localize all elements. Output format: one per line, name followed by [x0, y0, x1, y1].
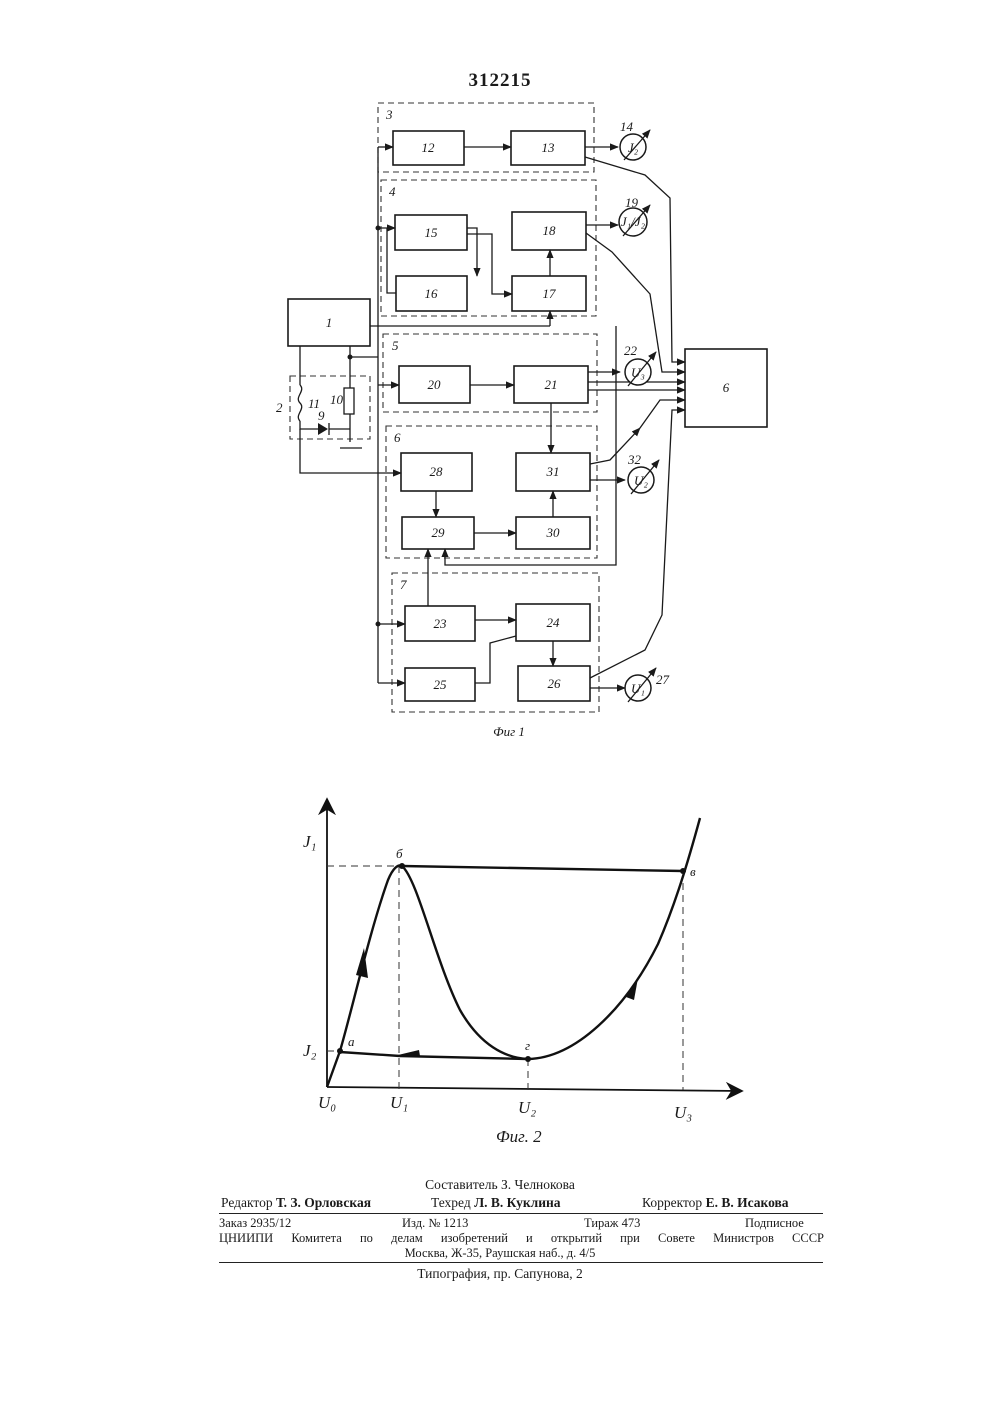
block-label-18: 18	[543, 223, 557, 238]
corrector-name: Е. В. Исакова	[706, 1195, 789, 1210]
block-label-23: 23	[434, 616, 448, 631]
iv-curve	[327, 818, 700, 1087]
y-label-j1: J₁	[303, 832, 316, 851]
corrector-label: Корректор	[642, 1195, 702, 1210]
printing-house: Типография, пр. Сапунова, 2	[0, 1265, 1000, 1282]
x-label-u1: U₁	[390, 1093, 408, 1112]
block-label-28: 28	[430, 464, 444, 479]
block-17: 17	[512, 276, 586, 311]
block-label-20: 20	[428, 377, 442, 392]
techred-name: Л. В. Куклина	[474, 1195, 560, 1210]
x-axis	[327, 1087, 742, 1091]
y-label-j2: J₂	[303, 1041, 317, 1060]
block-25: 25	[405, 668, 475, 701]
meter-symbol-32: U₂	[634, 473, 648, 488]
group-label-6: 6	[394, 430, 401, 445]
footer-rule-top	[219, 1213, 823, 1214]
editor-line: Редактор Т. З. Орловская	[221, 1194, 371, 1211]
arrow-left-icon	[398, 1050, 420, 1056]
compiler-line: Составитель З. Челнокова	[0, 1176, 1000, 1193]
point-label-b: б	[396, 846, 403, 861]
meter-32: U₂ 32	[627, 452, 659, 494]
block-label-12: 12	[422, 140, 436, 155]
block-label-15: 15	[425, 225, 439, 240]
meter-symbol-19: J₁/J₂	[621, 214, 646, 229]
block-18: 18	[512, 212, 586, 250]
block-26: 26	[518, 666, 590, 701]
meter-number-14: 14	[620, 119, 634, 134]
block-31: 31	[516, 453, 590, 491]
x-label-u3: U₃	[674, 1103, 692, 1122]
meter-number-22: 22	[624, 343, 638, 358]
block-23: 23	[405, 606, 475, 641]
figure-1-caption: Фиг 1	[493, 724, 525, 739]
block-15: 15	[395, 215, 467, 250]
meter-number-32: 32	[627, 452, 642, 467]
group-label-5: 5	[392, 338, 399, 353]
block-label-13: 13	[542, 140, 556, 155]
point-a	[337, 1048, 343, 1054]
block-label-16: 16	[425, 286, 439, 301]
editor-label: Редактор	[221, 1195, 273, 1210]
address: Москва, Ж-35, Раушская наб., д. 4/5	[0, 1245, 1000, 1262]
block-28: 28	[401, 453, 472, 491]
block-1: 1	[288, 299, 370, 346]
meter-27: U₁ 27	[625, 668, 670, 702]
block-12: 12	[393, 131, 464, 165]
group-label-4: 4	[389, 184, 396, 199]
techred-line: Техред Л. В. Куклина	[431, 1194, 561, 1211]
block-13: 13	[511, 131, 585, 165]
point-label-a: а	[348, 1034, 355, 1049]
block-label-17: 17	[543, 286, 557, 301]
arrow-rise-icon	[626, 978, 638, 1000]
block-label-1: 1	[326, 315, 333, 330]
block-6-main: 6	[685, 349, 767, 427]
point-b	[399, 863, 405, 869]
point-g	[525, 1056, 531, 1062]
block-label-21: 21	[545, 377, 558, 392]
x-label-u2: U₂	[518, 1098, 536, 1117]
block-label-24: 24	[547, 615, 561, 630]
block-label-30: 30	[546, 525, 561, 540]
jump-b-v	[402, 866, 683, 871]
block-16: 16	[396, 276, 467, 311]
group-label-3: 3	[385, 107, 393, 122]
resistor-label: 10	[330, 392, 344, 407]
meter-symbol-14: J₂	[628, 140, 639, 155]
corrector-line: Корректор Е. В. Исакова	[642, 1194, 789, 1211]
block-label-26: 26	[548, 676, 562, 691]
meter-symbol-27: U₁	[631, 681, 645, 696]
block-label-31: 31	[546, 464, 560, 479]
figure-2-graph: а б в г J₁ J₂ U₀ U₁ U₂ U₃ Фиг. 2	[303, 799, 742, 1146]
block-label-6: 6	[723, 380, 730, 395]
figure-2-caption: Фиг. 2	[496, 1127, 542, 1146]
block-30: 30	[516, 517, 590, 549]
return-a-line	[340, 1052, 400, 1056]
group-label-2: 2	[276, 400, 283, 415]
block-21: 21	[514, 366, 588, 403]
point-v	[680, 868, 686, 874]
block-20: 20	[399, 366, 470, 403]
block-24: 24	[516, 604, 590, 641]
x-label-u0: U₀	[318, 1093, 336, 1112]
meter-number-19: 19	[625, 195, 639, 210]
block-29: 29	[402, 517, 474, 549]
meter-22: U₃ 22	[624, 343, 656, 386]
group-label-7: 7	[400, 577, 407, 592]
block-label-25: 25	[434, 677, 448, 692]
point-label-v: в	[690, 864, 696, 879]
techred-label: Техред	[431, 1195, 471, 1210]
point-label-g: г	[525, 1038, 530, 1053]
diode-label: 9	[318, 408, 325, 423]
editor-name: Т. З. Орловская	[276, 1195, 371, 1210]
figure-1-block-diagram: 3 4 5 6 7 2 1 6 12 13 15 16 17 18 20	[276, 103, 767, 739]
meter-14: J₂ 14	[620, 119, 650, 160]
block-label-29: 29	[432, 525, 446, 540]
meter-symbol-22: U₃	[631, 365, 645, 380]
footer-rule-bottom	[219, 1262, 823, 1263]
meter-19: J₁/J₂ 19	[619, 195, 650, 236]
meter-number-27: 27	[656, 672, 670, 687]
